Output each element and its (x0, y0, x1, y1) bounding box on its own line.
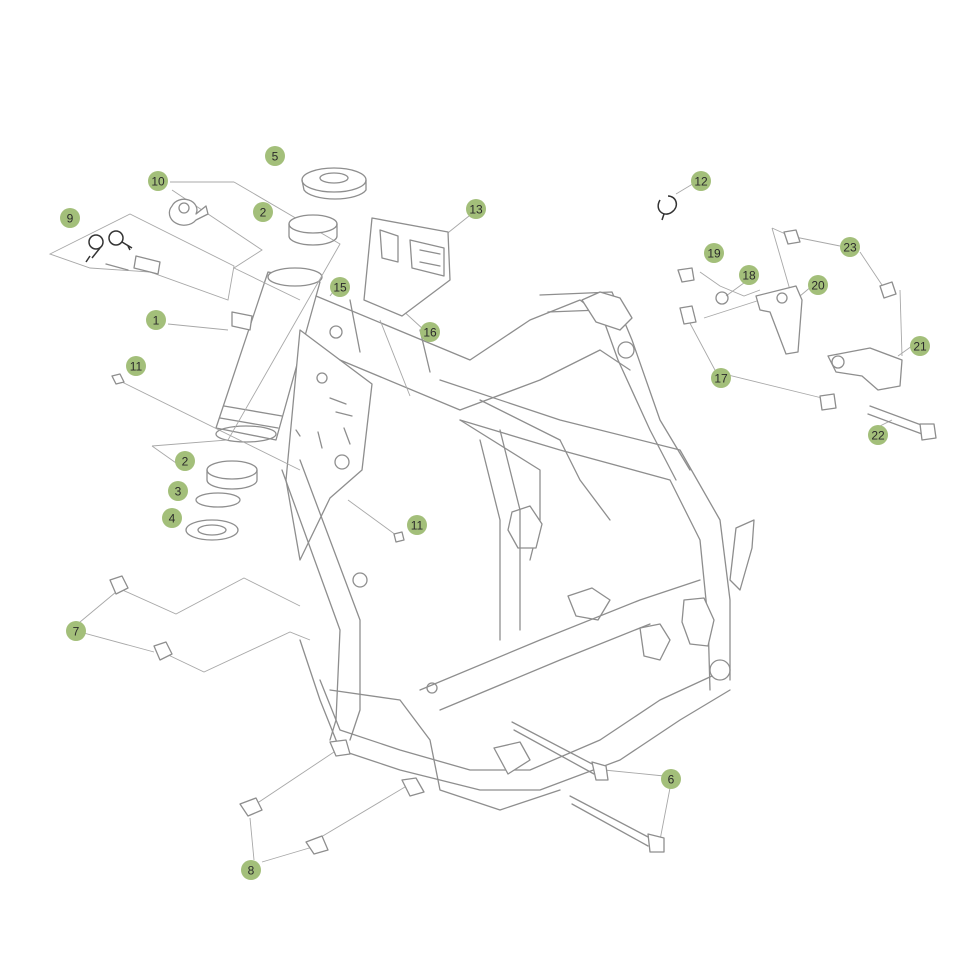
callout-bubble (330, 277, 350, 297)
callout-number: 2 (182, 455, 189, 469)
callout-number: 11 (411, 519, 424, 533)
callout-18: 18 (739, 265, 759, 285)
callout-12: 12 (691, 171, 711, 191)
callout-bubble (126, 356, 146, 376)
callout-21: 21 (910, 336, 930, 356)
callout-2: 2 (253, 202, 273, 222)
callout-bubble (148, 171, 168, 191)
callout-number: 13 (469, 203, 483, 217)
callout-number: 9 (67, 212, 74, 226)
callout-bubble (808, 275, 828, 295)
callout-number: 3 (175, 485, 182, 499)
callout-bubble (420, 322, 440, 342)
callout-17: 17 (711, 368, 731, 388)
callout-bubble (168, 481, 188, 501)
callout-number: 5 (272, 150, 279, 164)
callout-bubble (661, 769, 681, 789)
callout-number: 23 (843, 241, 857, 255)
callout-number: 16 (423, 326, 437, 340)
callout-2: 2 (175, 451, 195, 471)
main-frame (215, 267, 755, 811)
callout-bubble (175, 451, 195, 471)
callout-bubble (407, 515, 427, 535)
callout-number: 15 (333, 281, 347, 295)
callout-bubble (66, 621, 86, 641)
callout-10: 10 (148, 171, 168, 191)
callout-bubble (704, 243, 724, 263)
callout-11: 11 (126, 356, 146, 376)
callout-number: 10 (151, 175, 165, 189)
loose-parts (85, 167, 937, 855)
callout-number: 18 (742, 269, 756, 283)
callout-19: 19 (704, 243, 724, 263)
callout-number: 2 (260, 206, 267, 220)
callout-bubble (253, 202, 273, 222)
callout-bubble (146, 310, 166, 330)
callout-bubble (840, 237, 860, 257)
callout-number: 19 (707, 247, 721, 261)
callout-bubble (162, 508, 182, 528)
callout-bubble (466, 199, 486, 219)
callout-bubble (691, 171, 711, 191)
callout-23: 23 (840, 237, 860, 257)
callout-8: 8 (241, 860, 261, 880)
callout-number: 1 (153, 314, 160, 328)
callout-11: 11 (407, 515, 427, 535)
callout-number: 21 (913, 340, 927, 354)
leader-lines (48, 181, 913, 863)
callout-number: 17 (714, 372, 728, 386)
callout-bubble (241, 860, 261, 880)
callout-number: 7 (73, 625, 80, 639)
callout-bubble (868, 425, 888, 445)
callout-number: 12 (694, 175, 708, 189)
callout-9: 9 (60, 208, 80, 228)
callout-1: 1 (146, 310, 166, 330)
callout-number: 8 (248, 864, 255, 878)
callout-number: 11 (130, 360, 143, 374)
callout-number: 20 (811, 279, 825, 293)
callout-22: 22 (868, 425, 888, 445)
callout-bubble (739, 265, 759, 285)
callout-bubble (910, 336, 930, 356)
callout-15: 15 (330, 277, 350, 297)
callout-3: 3 (168, 481, 188, 501)
callout-number: 22 (871, 429, 885, 443)
callout-16: 16 (420, 322, 440, 342)
callout-20: 20 (808, 275, 828, 295)
callout-bubble (265, 146, 285, 166)
callout-5: 5 (265, 146, 285, 166)
callout-13: 13 (466, 199, 486, 219)
callout-number: 4 (169, 512, 176, 526)
callout-bubble (711, 368, 731, 388)
callout-number: 6 (668, 773, 675, 787)
callout-6: 6 (661, 769, 681, 789)
callout-4: 4 (162, 508, 182, 528)
callout-7: 7 (66, 621, 86, 641)
callout-bubble (60, 208, 80, 228)
key-icon (85, 230, 133, 263)
